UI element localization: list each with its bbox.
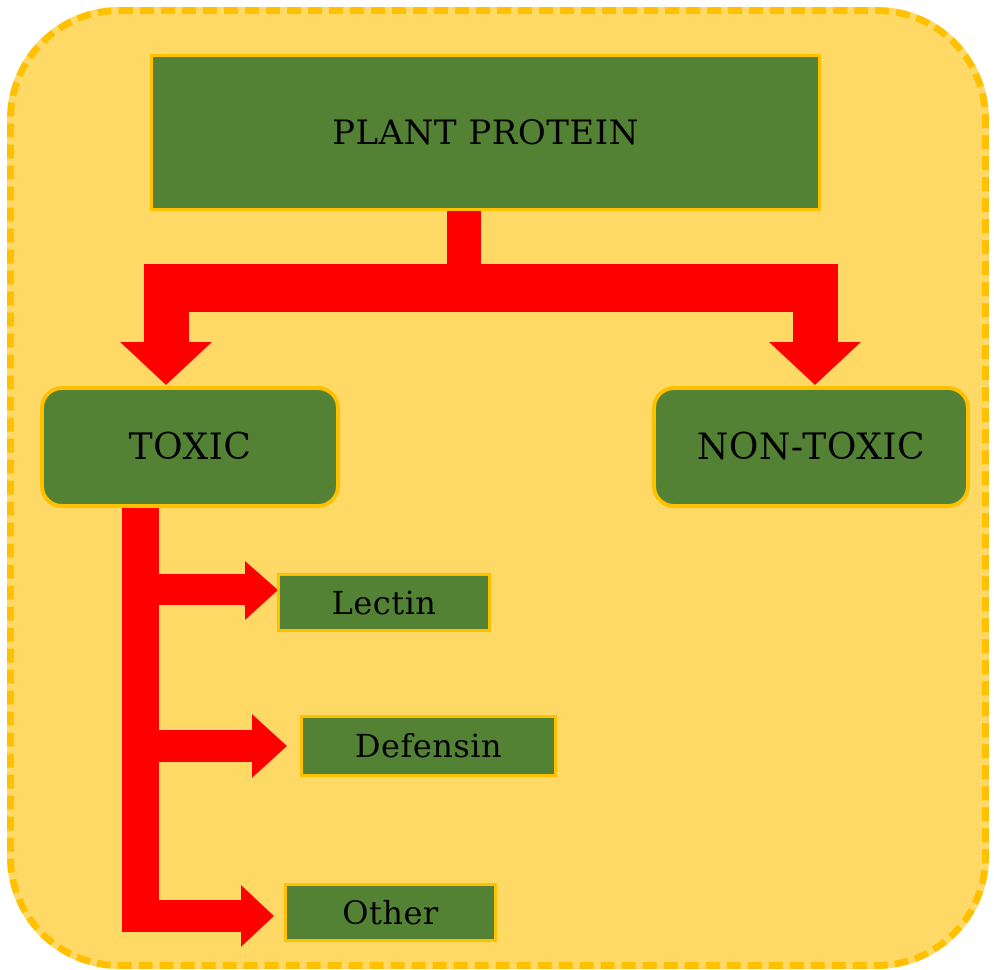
toxic-spine — [122, 506, 159, 932]
lectin-box: Lectin — [277, 573, 491, 632]
split-connector — [189, 209, 838, 312]
other-label: Other — [342, 893, 439, 932]
arrow-to-lectin — [159, 561, 278, 620]
arrow-to-defensin — [159, 714, 287, 778]
arrow-to-other — [122, 885, 274, 947]
lectin-label: Lectin — [331, 583, 437, 622]
toxic-box: TOXIC — [40, 386, 340, 508]
arrow-to-non-toxic — [769, 264, 861, 385]
non-toxic-label: NON-TOXIC — [696, 426, 926, 468]
plant-protein-box: PLANT PROTEIN — [150, 54, 821, 211]
defensin-box: Defensin — [300, 715, 557, 777]
defensin-label: Defensin — [354, 727, 503, 765]
plant-protein-label: PLANT PROTEIN — [332, 112, 639, 153]
other-box: Other — [284, 883, 497, 942]
toxic-label: TOXIC — [128, 426, 252, 468]
non-toxic-box: NON-TOXIC — [652, 386, 970, 508]
arrow-to-toxic — [120, 264, 212, 385]
